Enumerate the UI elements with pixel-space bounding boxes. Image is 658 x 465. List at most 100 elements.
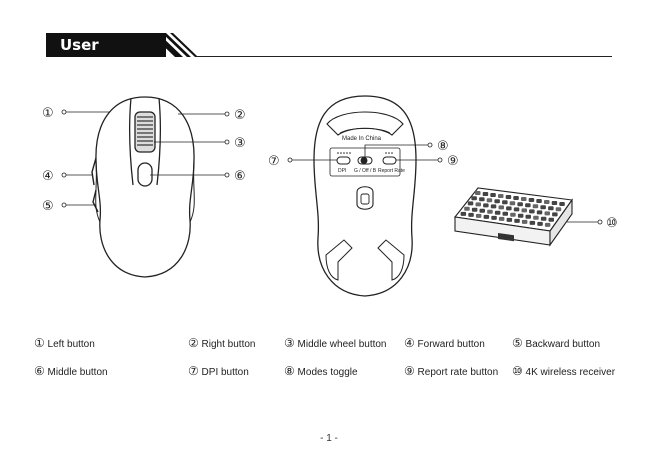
keycap bbox=[490, 193, 496, 197]
callout-6: ⑥ bbox=[234, 169, 246, 184]
keycap bbox=[537, 210, 543, 214]
legend-item: ⑦ DPI button bbox=[188, 364, 249, 378]
keycap bbox=[503, 212, 509, 216]
keycap bbox=[541, 217, 547, 221]
keycap bbox=[494, 199, 500, 203]
keycap bbox=[522, 220, 528, 224]
keycap bbox=[518, 214, 524, 218]
callout-3: ③ bbox=[234, 136, 246, 151]
keycap bbox=[544, 200, 550, 204]
legend-item: ⑤ Backward button bbox=[512, 336, 600, 350]
legend-item: ② Right button bbox=[188, 336, 255, 350]
legend-label: Left button bbox=[48, 339, 95, 350]
keycap bbox=[499, 205, 505, 209]
product-illustration: ① ② ③ ④ ⑥ ⑤ Made In China DPI G / Off / … bbox=[0, 0, 658, 330]
keycap bbox=[475, 191, 481, 195]
legend-item: ⑧ Modes toggle bbox=[284, 364, 358, 378]
keycap bbox=[552, 212, 558, 216]
right-button-seam bbox=[157, 98, 160, 185]
legend-label: Modes toggle bbox=[298, 367, 358, 378]
keycap bbox=[510, 213, 516, 217]
keycap bbox=[514, 207, 520, 211]
keycap bbox=[529, 209, 535, 213]
right-bottom-skate bbox=[378, 240, 404, 280]
keycap bbox=[545, 211, 551, 215]
report-rate-switch-label: Report Rate bbox=[378, 168, 405, 174]
legend-number: ⑧ bbox=[284, 364, 295, 378]
keycap bbox=[484, 215, 490, 219]
legend-number: ⑦ bbox=[188, 364, 199, 378]
legend-label: Right button bbox=[202, 339, 256, 350]
keycap bbox=[479, 197, 485, 201]
callout-1: ① bbox=[42, 106, 54, 121]
mouse-top-view bbox=[92, 97, 194, 277]
keycap bbox=[480, 209, 486, 213]
keycap bbox=[502, 200, 508, 204]
keycap bbox=[536, 199, 542, 203]
callout-5: ⑤ bbox=[42, 199, 54, 214]
keycap bbox=[487, 198, 493, 202]
keycap bbox=[499, 217, 505, 221]
keycap bbox=[464, 207, 470, 211]
legend-number: ① bbox=[34, 336, 45, 350]
legend-number: ⑥ bbox=[34, 364, 45, 378]
sensor-window bbox=[357, 187, 373, 210]
keycap bbox=[498, 194, 504, 198]
legend-item: ③ Middle wheel button bbox=[284, 336, 387, 350]
legend-item: ⑨ Report rate button bbox=[404, 364, 498, 378]
keycap bbox=[545, 223, 551, 227]
wireless-receiver bbox=[455, 188, 572, 245]
legend-label: Backward button bbox=[526, 339, 601, 350]
report-rate-switch bbox=[383, 157, 396, 164]
callout-2: ② bbox=[234, 108, 246, 123]
keycap bbox=[548, 206, 554, 210]
keycap bbox=[522, 208, 528, 212]
keycap bbox=[525, 203, 531, 207]
legend-item: ⑥ Middle button bbox=[34, 364, 108, 378]
keycap bbox=[506, 206, 512, 210]
keycap bbox=[530, 221, 536, 225]
keycap bbox=[472, 208, 478, 212]
keycap bbox=[471, 196, 477, 200]
callout-10: ⑩ bbox=[606, 216, 618, 231]
keycap bbox=[513, 196, 519, 200]
left-bottom-skate bbox=[326, 240, 352, 280]
keycap bbox=[487, 210, 493, 214]
callout-9: ⑨ bbox=[447, 154, 459, 169]
keycap bbox=[521, 197, 527, 201]
mouse-bottom-view bbox=[314, 96, 416, 296]
legend-item: ④ Forward button bbox=[404, 336, 485, 350]
keycap bbox=[483, 192, 489, 196]
keycap bbox=[491, 204, 497, 208]
made-in-label: Made In China bbox=[342, 136, 382, 142]
callout-4: ④ bbox=[42, 169, 54, 184]
legend-label: Middle button bbox=[48, 367, 108, 378]
legend-number: ② bbox=[188, 336, 199, 350]
keycap bbox=[556, 207, 562, 211]
callout-8: ⑧ bbox=[437, 139, 449, 154]
keycap bbox=[495, 211, 501, 215]
keycap bbox=[514, 219, 520, 223]
keycap bbox=[533, 216, 539, 220]
keycap bbox=[476, 214, 482, 218]
keycap bbox=[468, 201, 474, 205]
dpi-switch-label: DPI bbox=[338, 168, 346, 174]
legend-label: Forward button bbox=[418, 339, 485, 350]
keycap bbox=[483, 203, 489, 207]
keycap bbox=[506, 195, 512, 199]
legend-label: Middle wheel button bbox=[298, 339, 387, 350]
page-number: - 1 - bbox=[0, 433, 658, 444]
middle-button-shape bbox=[138, 163, 152, 186]
legend-label: 4K wireless receiver bbox=[526, 367, 615, 378]
keycap bbox=[476, 202, 482, 206]
scroll-wheel bbox=[135, 112, 155, 152]
callout-7: ⑦ bbox=[268, 154, 280, 169]
keycap bbox=[507, 218, 512, 222]
keycap bbox=[526, 215, 532, 219]
keycap bbox=[533, 204, 539, 208]
legend-number: ⑨ bbox=[404, 364, 415, 378]
keycap bbox=[559, 202, 565, 206]
legend-number: ④ bbox=[404, 336, 415, 350]
side-forward-button bbox=[92, 158, 96, 185]
keycap bbox=[552, 201, 558, 205]
